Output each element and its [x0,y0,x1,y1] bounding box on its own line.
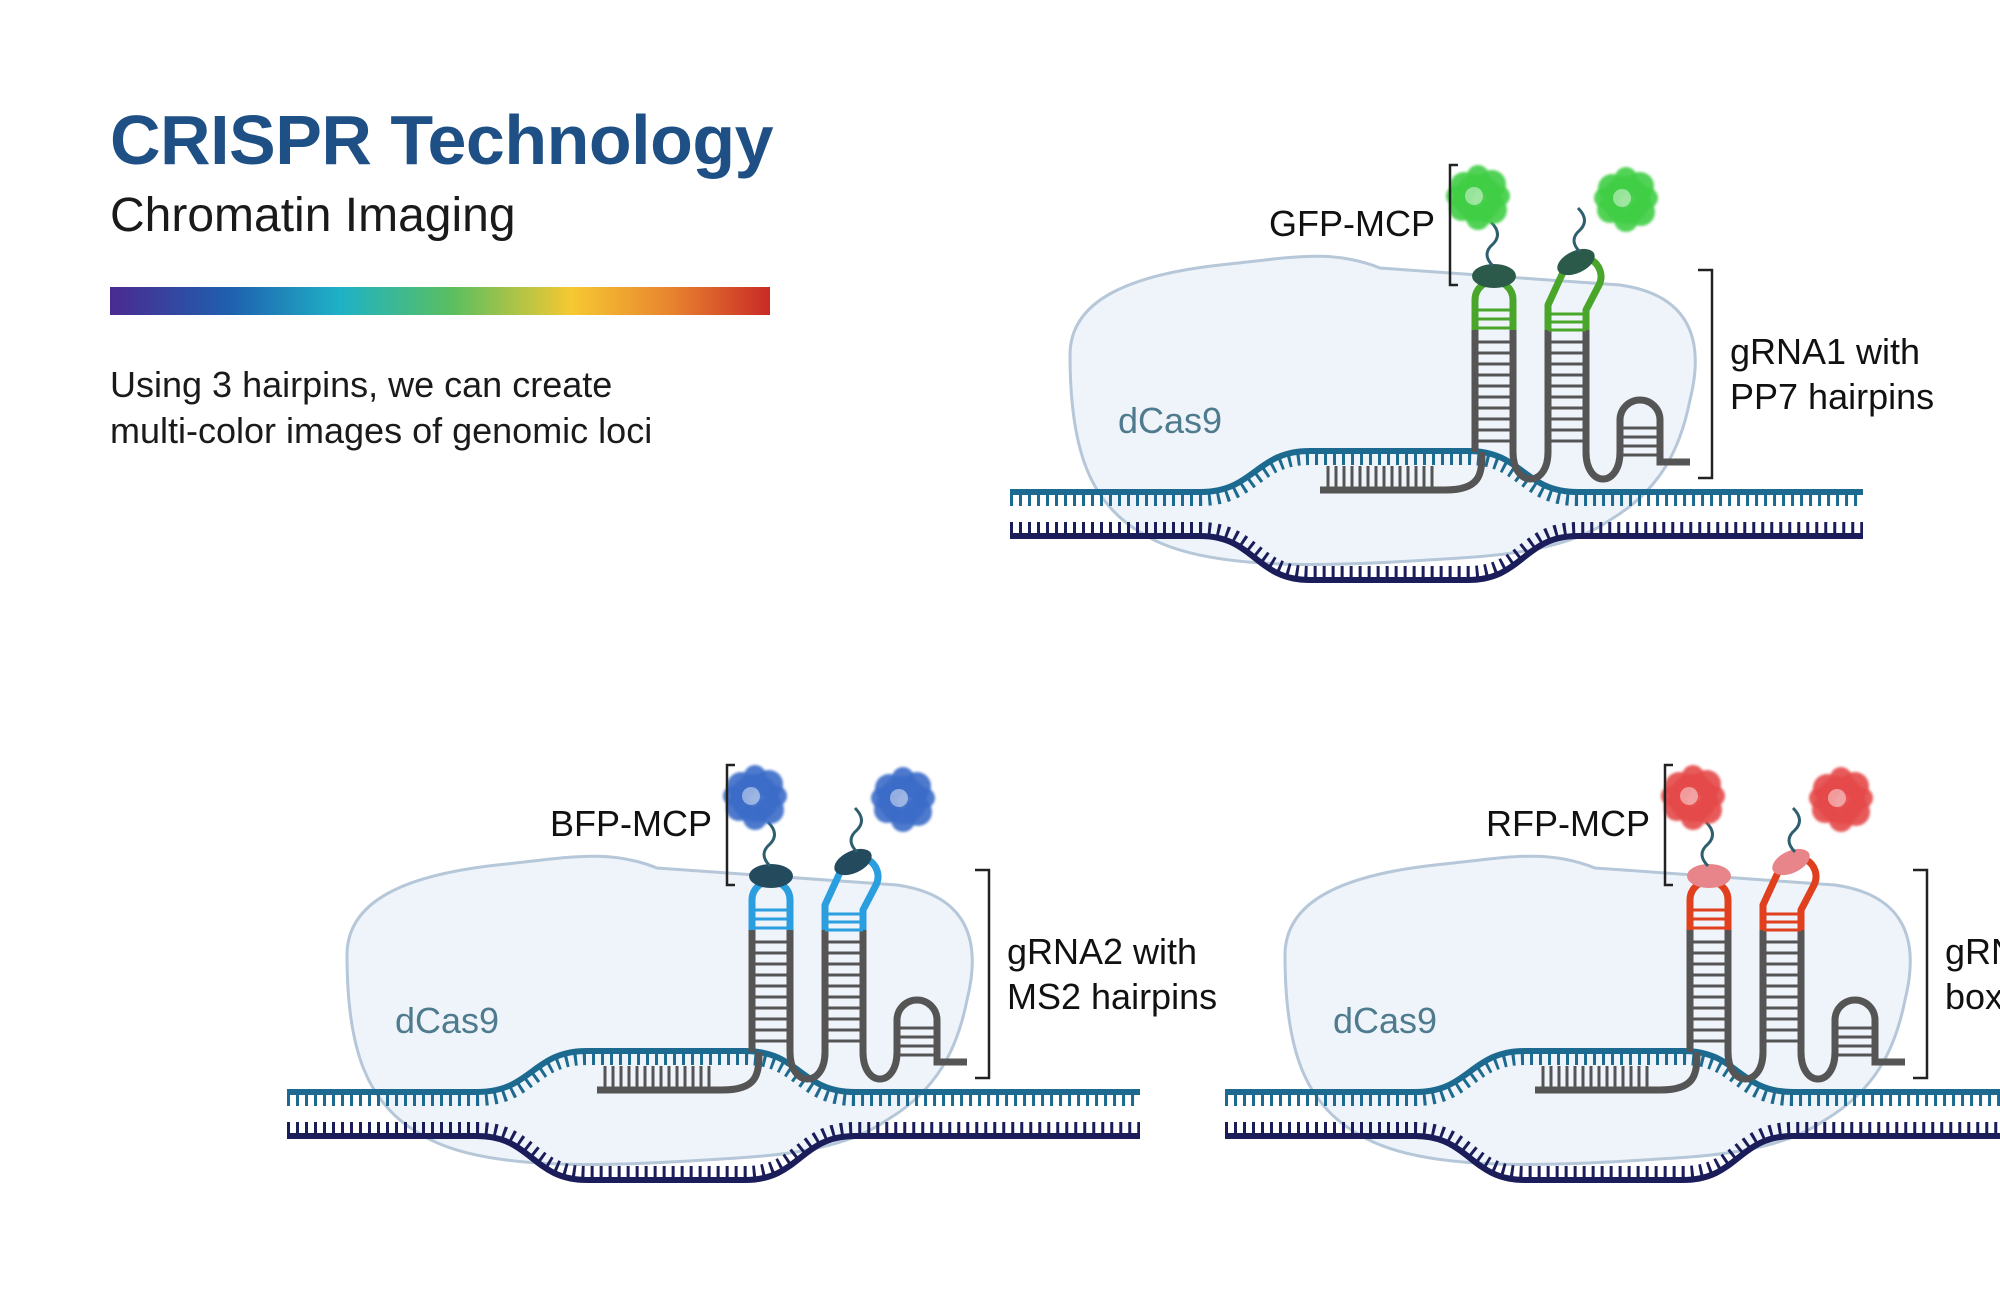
dcas9-label: dCas9 [395,1000,499,1041]
protein-linker [1787,806,1801,854]
protein-lobe [1809,788,1829,808]
fluorescent-protein-icon [723,765,787,830]
grna-bracket [1913,868,1929,1080]
grna-linker [786,1051,829,1083]
protein-lobe [1614,208,1638,232]
coat-protein-binder [1557,248,1595,276]
dna-strand-rungs [1010,451,1863,506]
dcas9-label: dCas9 [1333,1000,1437,1041]
dna-top-strand [1010,448,1863,495]
grna-bracket [975,868,991,1080]
protein-bracket [1663,763,1673,887]
dna-bottom-strand [1010,533,1863,583]
page-title: CRISPR Technology [110,101,774,179]
description: Using 3 hairpins, we can create multi-co… [110,362,652,454]
protein-linker [1572,206,1586,254]
dna-strand-rungs [1010,522,1863,580]
dna-strand-rungs [1225,1051,2000,1106]
fluorescent-protein-icon [871,767,935,832]
dcas9-label: dCas9 [1118,400,1222,441]
grna-label: gRNA3 with [1945,931,2000,972]
protein-lobe [1829,808,1853,832]
spectrum-gradient-bar [110,287,770,315]
fluorescent-protein-icon [1661,765,1725,830]
protein-lobe [1466,206,1490,230]
protein-lobe [1467,165,1489,187]
grna-linker [1509,451,1552,483]
protein-highlight [1680,787,1698,805]
dna-strand-rungs [287,1051,1140,1106]
dna-bottom-strand [1225,1133,2000,1183]
protein-linker [849,806,863,854]
dna-bottom-strand [287,1133,1140,1183]
protein-label: RFP-MCP [1486,803,1650,844]
fluorescent-protein-icon [1446,165,1510,230]
protein-label: GFP-MCP [1269,203,1435,244]
grna-label: gRNA2 with [1007,931,1197,972]
description-line: Using 3 hairpins, we can create [110,364,613,405]
protein-highlight [1613,189,1631,207]
protein-lobe [1594,188,1614,208]
protein-lobe [767,786,787,806]
protein-linker [1485,220,1499,268]
dna-top-strand [1225,1048,2000,1095]
grna-bracket [1698,268,1714,480]
grna-label: gRNA1 with [1730,331,1920,372]
protein-lobe [1638,188,1658,208]
protein-highlight [1828,789,1846,807]
protein-highlight [1465,187,1483,205]
protein-linker [1700,820,1714,868]
coat-protein-binder [834,848,872,876]
protein-lobe [1681,806,1705,830]
dna-top-strand [287,1048,1140,1095]
protein-lobe [915,788,935,808]
protein-lobe [871,788,891,808]
protein-bracket [725,763,735,887]
protein-lobe [743,806,767,830]
coat-protein-binder [1772,848,1810,876]
protein-lobe [1853,788,1873,808]
grna-label: PP7 hairpins [1730,376,1934,417]
grna-spacer [1320,451,1486,494]
fluorescent-protein-icon [1594,167,1658,232]
protein-lobe [1682,765,1704,787]
panel-rfp: dCas9 RFP-MCP gRNA3 withboxB hairpins [1225,763,2000,1183]
protein-lobe [1830,767,1852,789]
grna-spacer [597,1051,763,1094]
grna-linker [1724,1051,1767,1083]
dna-strand-rungs [1225,1122,2000,1180]
protein-linker [762,820,776,868]
coat-protein-binder [1472,264,1516,288]
protein-highlight [890,789,908,807]
coat-protein-binder [749,864,793,888]
dna-strand-rungs [287,1122,1140,1180]
protein-lobe [1615,167,1637,189]
protein-lobe [1490,186,1510,206]
terminal-hairpin [1797,996,1905,1083]
terminal-hairpin [859,996,967,1083]
grna-label: MS2 hairpins [1007,976,1217,1017]
protein-lobe [1705,786,1725,806]
grna-spacer [1535,1051,1701,1094]
coat-protein-binder [1687,864,1731,888]
fluorescent-protein-icon [1809,767,1873,832]
page-subtitle: Chromatin Imaging [110,189,516,242]
grna-label: boxB hairpins [1945,976,2000,1017]
protein-lobe [891,808,915,832]
protein-lobe [892,767,914,789]
protein-lobe [744,765,766,787]
terminal-hairpin [1582,396,1690,483]
protein-label: BFP-MCP [550,803,712,844]
description-line: multi-color images of genomic loci [110,410,653,451]
protein-bracket [1448,163,1458,287]
protein-highlight [742,787,760,805]
